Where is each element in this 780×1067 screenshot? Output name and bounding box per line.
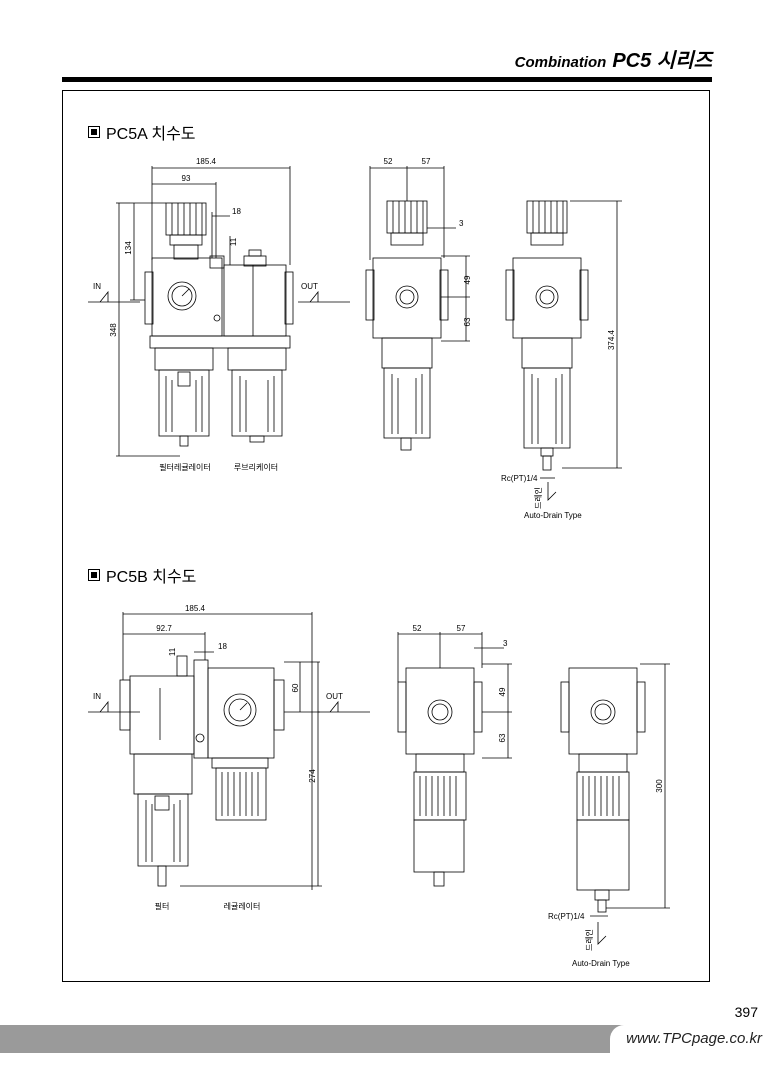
pc5a-left-unit-label: 필터레귤레이터 — [159, 462, 211, 472]
page-number: 397 — [734, 1004, 758, 1020]
pc5b-side-dim-63: 63 — [498, 733, 507, 742]
pc5b-drain-label: 드레인 — [584, 929, 594, 951]
pb-drain-arrow-icon — [597, 922, 607, 945]
filter-regulator-body — [151, 257, 223, 337]
square-bullet-icon — [88, 569, 100, 581]
pc5b-port-label: Rc(PT)1/4 — [548, 912, 585, 921]
footer-url-link[interactable]: www.TPCpage.co.kr — [626, 1030, 762, 1047]
header-rule — [62, 77, 712, 82]
pc5a-side-dim-3: 3 — [459, 219, 464, 228]
pc5a-dim-348: 348 — [109, 323, 118, 337]
filter-bowl — [158, 369, 210, 437]
pc5a-side-dim-49: 49 — [463, 275, 472, 284]
pc5b-dim-60: 60 — [291, 683, 300, 692]
pc5a-side-dim-57: 57 — [422, 157, 431, 166]
pc5a-autodrain-view — [505, 200, 622, 501]
pc5b-side-view — [397, 632, 512, 887]
pc5b-dim-18: 18 — [218, 642, 227, 651]
pc5a-side-view — [365, 166, 470, 451]
pc5b-autodrain-view — [560, 663, 670, 945]
pc5b-dim-300: 300 — [655, 779, 664, 793]
pc5a-side-dim-52: 52 — [384, 157, 393, 166]
lubricator-body — [223, 264, 287, 337]
header-prefix: Combination — [514, 54, 607, 71]
pc5a-out-label: OUT — [301, 282, 318, 291]
pc5b-out-label: OUT — [326, 692, 343, 701]
pc5b-side-dim-57: 57 — [457, 624, 466, 633]
section-title-pc5a: PC5A 치수도 — [88, 120, 196, 144]
pc5a-dim-width-total: 185.4 — [196, 157, 217, 166]
pc5b-side-dim-3: 3 — [503, 639, 508, 648]
pb-out-arrow-icon — [318, 700, 370, 713]
in-arrow-icon — [88, 290, 140, 303]
page-header: Combination PC5 시리즈 — [515, 44, 712, 73]
pc5a-dim-11: 11 — [229, 237, 238, 246]
pc5a-dim-18: 18 — [232, 207, 241, 216]
pc5a-dim-374: 374.4 — [607, 329, 616, 350]
pc5a-front-view — [88, 166, 350, 457]
pc5a-drain-type-label: Auto-Drain Type — [524, 511, 582, 520]
pc5b-in-label: IN — [93, 692, 101, 701]
pc5b-dim-274: 274 — [308, 769, 317, 783]
pc5a-side-dim-63: 63 — [463, 317, 472, 326]
pressure-gauge-icon — [167, 281, 197, 311]
pc5a-dim-134: 134 — [124, 241, 133, 255]
footer-tab — [610, 1025, 780, 1053]
pc5b-dim-width-total: 185.4 — [185, 604, 206, 613]
pc5a-drain-label: 드레인 — [533, 487, 543, 509]
pc5b-front-view — [88, 612, 370, 890]
pc5a-dim-width-half: 93 — [182, 174, 191, 183]
pc5a-port-label: Rc(PT)1/4 — [501, 474, 538, 483]
pc5b-side-dim-49: 49 — [498, 687, 507, 696]
pc5b-drain-type-label: Auto-Drain Type — [572, 959, 630, 968]
pc5b-dim-11: 11 — [168, 647, 177, 656]
footer-band: www.TPCpage.co.kr — [0, 1025, 780, 1053]
content-frame — [62, 90, 710, 982]
square-bullet-icon — [88, 126, 100, 138]
lubricator-bowl — [231, 369, 283, 437]
pb-filter-bowl — [137, 793, 189, 867]
regulator-body — [207, 667, 275, 759]
pb-pressure-gauge-icon — [223, 693, 257, 727]
pc5b-dim-width-half: 92.7 — [156, 624, 172, 633]
header-series: PC5 시리즈 — [612, 50, 712, 72]
pc5a-right-unit-label: 루브리케이터 — [234, 462, 278, 472]
filter-body — [129, 675, 195, 755]
pc5b-left-unit-label: 필터 — [155, 901, 170, 911]
section-title-pc5b: PC5B 치수도 — [88, 563, 196, 587]
pc5a-in-label: IN — [93, 282, 101, 291]
pc5b-right-unit-label: 레귤레이터 — [224, 901, 261, 911]
pb-in-arrow-icon — [88, 700, 140, 713]
pc5b-side-dim-52: 52 — [413, 624, 422, 633]
pb-adjust-knob — [215, 767, 267, 821]
out-arrow-icon — [298, 290, 350, 303]
drain-arrow-icon — [547, 482, 557, 501]
